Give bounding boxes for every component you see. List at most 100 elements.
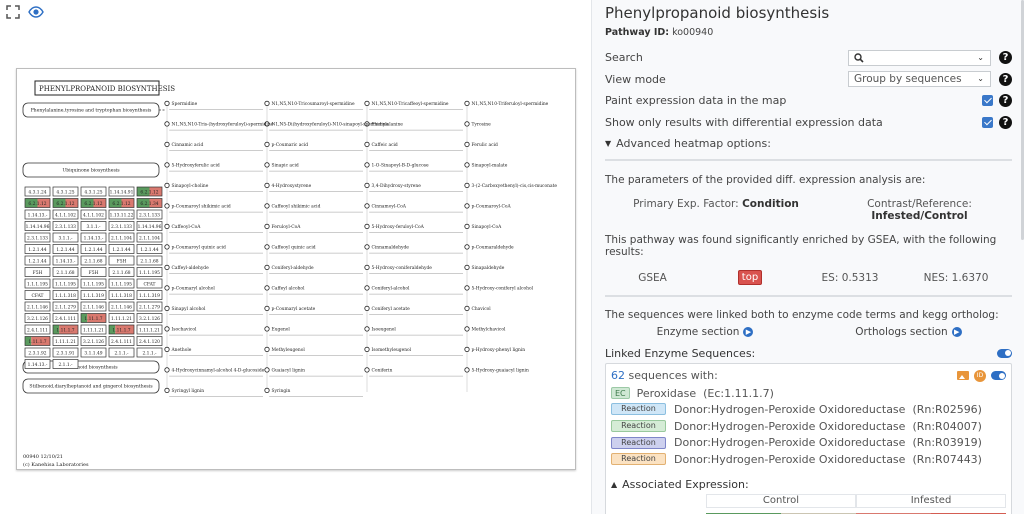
enzyme-box[interactable]: 1.11.1.7 xyxy=(108,324,135,335)
enzyme-box[interactable]: 2.3.1.133 xyxy=(24,232,51,243)
enzyme-box[interactable]: 3.1.1.- xyxy=(80,221,107,231)
enzyme-box[interactable]: 2.3.1.91 xyxy=(52,347,79,358)
enzyme-box[interactable]: 2.1.1.- xyxy=(108,347,135,358)
compound-node[interactable] xyxy=(464,182,470,189)
enzyme-box[interactable]: 1.2.1.44 xyxy=(24,255,51,266)
enzyme-box[interactable]: 3.2.1.126 xyxy=(80,336,107,346)
compound-node[interactable] xyxy=(264,182,270,189)
enzyme-box[interactable]: 1.14.14.96 xyxy=(24,221,51,231)
compound-node[interactable] xyxy=(464,162,470,168)
compound-node[interactable] xyxy=(164,203,170,209)
enzyme-box[interactable]: CFAT xyxy=(24,290,51,300)
enzyme-box[interactable]: 1.2.1.44 xyxy=(136,244,163,254)
enzyme-box[interactable]: 1.11.1.21 xyxy=(80,324,107,335)
enzyme-box[interactable]: 1.11.1.7 xyxy=(52,324,79,335)
enzyme-box[interactable]: 2.1.1.146 xyxy=(108,301,135,312)
enzyme-box[interactable]: 1.14.13.- xyxy=(80,232,107,243)
enzyme-box[interactable]: 1.1.1.195 xyxy=(136,267,163,277)
compound-node[interactable] xyxy=(164,346,170,352)
enzyme-box[interactable]: 1.14.14.96 xyxy=(136,221,163,231)
enzyme-box[interactable]: 6.2.1.12 xyxy=(136,186,163,197)
sequence-count[interactable]: 62 xyxy=(611,369,625,382)
compound-node[interactable] xyxy=(364,100,370,107)
enzyme-box[interactable]: 1.2.1.44 xyxy=(80,244,107,254)
enzyme-box[interactable]: 4.3.1.25 xyxy=(80,186,107,197)
compound-node[interactable] xyxy=(464,326,470,332)
compound-node[interactable] xyxy=(264,305,270,311)
enzyme-box[interactable]: 1.14.14.91 xyxy=(108,186,135,197)
help-icon[interactable]: ? xyxy=(999,115,1012,129)
compound-node[interactable] xyxy=(164,223,170,229)
compound-node[interactable] xyxy=(164,264,170,270)
compound-node[interactable] xyxy=(464,141,470,148)
enzyme-box[interactable]: 4.3.1.24 xyxy=(24,186,51,197)
pathway-link-box[interactable]: Ubiquinone biosynthesis xyxy=(22,162,160,178)
enzyme-box[interactable]: 1.2.1.44 xyxy=(52,244,79,254)
orthologs-section-link[interactable]: Orthologs section▶ xyxy=(805,326,1012,338)
enzyme-box[interactable]: 1.1.1.319 xyxy=(80,290,107,300)
compound-node[interactable] xyxy=(464,305,470,311)
enzyme-box[interactable]: CFAT xyxy=(136,278,163,289)
enzyme-box[interactable]: 2.3.1.133 xyxy=(136,209,163,220)
enzyme-box[interactable]: 2.1.1.68 xyxy=(108,267,135,277)
enzyme-box[interactable]: 2.1.1.68 xyxy=(52,267,79,277)
associated-expression-toggle[interactable]: ▲ Associated Expression: xyxy=(611,476,1006,494)
enzyme-box[interactable]: 6.2.1.12 xyxy=(108,198,135,208)
compound-node[interactable] xyxy=(364,367,370,373)
compound-node[interactable] xyxy=(464,203,470,209)
enzyme-box[interactable]: 2.3.1.133 xyxy=(108,221,135,231)
expression-cell[interactable] xyxy=(856,512,931,514)
enzyme-box[interactable]: 2.1.1.104 xyxy=(136,232,163,243)
enzyme-box[interactable]: 3.2.1.126 xyxy=(24,313,51,323)
help-icon[interactable]: ? xyxy=(999,51,1012,65)
enzyme-box[interactable]: 1.1.1.195 xyxy=(52,278,79,289)
enzyme-box[interactable]: 1.11.1.21 xyxy=(136,324,163,335)
enzyme-section-link[interactable]: Enzyme section▶ xyxy=(605,326,805,338)
compound-node[interactable] xyxy=(364,162,370,168)
enzyme-box[interactable]: 1.11.1.21 xyxy=(52,336,79,346)
compound-node[interactable] xyxy=(464,264,470,270)
advanced-heatmap-toggle[interactable]: ▼ Advanced heatmap options: xyxy=(605,133,1012,154)
enzyme-box[interactable]: 2.4.1.111 xyxy=(52,313,79,323)
enzyme-box[interactable]: 2.4.1.120 xyxy=(136,336,163,346)
enzyme-box[interactable]: 1.1.1.318 xyxy=(52,290,79,300)
enzyme-box[interactable]: 6.2.1.12 xyxy=(24,198,51,208)
compound-node[interactable] xyxy=(364,121,370,127)
compound-node[interactable] xyxy=(164,162,170,168)
enzyme-box[interactable]: F5H xyxy=(80,267,107,277)
expression-cell[interactable] xyxy=(706,512,781,514)
paint-checkbox[interactable] xyxy=(982,95,993,107)
compound-node[interactable] xyxy=(264,244,270,250)
compound-node[interactable] xyxy=(364,305,370,311)
compound-node[interactable] xyxy=(264,387,270,393)
enzyme-box[interactable]: 3.2.1.126 xyxy=(136,313,163,323)
diff-only-checkbox[interactable] xyxy=(982,116,993,128)
enzyme-box[interactable]: 1.13.11.22 xyxy=(108,209,135,220)
enzyme-box[interactable]: 1.1.1.195 xyxy=(24,278,51,289)
enzyme-box[interactable]: 2.3.1.133 xyxy=(52,221,79,231)
enzyme-box[interactable]: 1.1.1.195 xyxy=(80,278,107,289)
enzyme-box[interactable]: 1.14.13.- xyxy=(24,209,51,220)
compound-node[interactable] xyxy=(464,346,470,352)
enzyme-box[interactable]: 2.1.1.279 xyxy=(52,301,79,312)
enzyme-box[interactable]: 1.11.1.21 xyxy=(108,313,135,323)
compound-node[interactable] xyxy=(164,326,170,332)
compound-node[interactable] xyxy=(364,182,370,189)
enzyme-box[interactable]: 2.4.1.111 xyxy=(108,336,135,346)
compound-node[interactable] xyxy=(464,367,470,373)
search-input[interactable]: ⌄ xyxy=(848,49,991,66)
compound-node[interactable] xyxy=(164,182,170,189)
compound-node[interactable] xyxy=(264,121,270,127)
help-icon[interactable]: ? xyxy=(999,94,1012,108)
enzyme-box[interactable]: 1.14.13.- xyxy=(24,359,51,369)
compound-node[interactable] xyxy=(364,244,370,250)
enzyme-box[interactable]: 3.1.1.- xyxy=(52,232,79,243)
compound-node[interactable] xyxy=(364,141,370,148)
compound-node[interactable] xyxy=(264,346,270,352)
help-icon[interactable]: ? xyxy=(999,72,1012,86)
compound-node[interactable] xyxy=(264,100,270,107)
compound-node[interactable] xyxy=(464,285,470,291)
enzyme-box[interactable]: 6.2.1.12 xyxy=(80,198,107,208)
enzyme-box[interactable]: F5H xyxy=(108,255,135,266)
enzyme-box[interactable]: 2.1.1.- xyxy=(52,359,79,369)
